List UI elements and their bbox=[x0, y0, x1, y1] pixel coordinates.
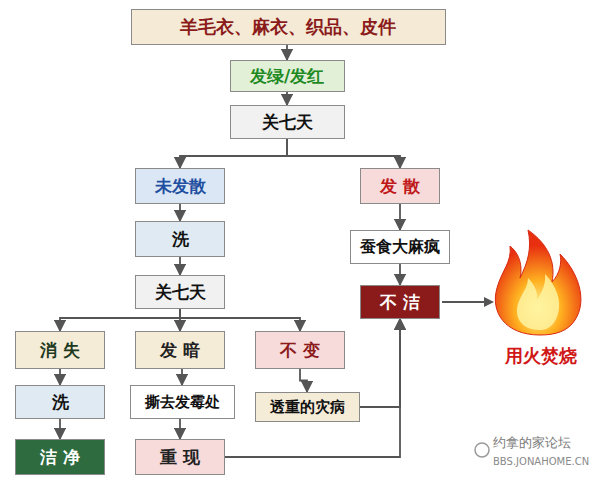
state-box: 未发散 bbox=[135, 168, 225, 204]
flow-arrow bbox=[59, 369, 61, 385]
node-text: 发 暗 bbox=[160, 339, 200, 362]
watermark: BBS.JONAHOME.CN bbox=[493, 456, 589, 467]
step-box: 关七天 bbox=[135, 275, 225, 309]
flow-arrow bbox=[180, 139, 287, 168]
flow-arrow bbox=[225, 319, 400, 457]
step-box: 洗 bbox=[15, 385, 105, 419]
source-box: 羊毛衣、麻衣、织品、皮件 bbox=[131, 9, 446, 45]
watermark-icon bbox=[475, 443, 489, 457]
flow-arrow bbox=[180, 309, 300, 331]
node-text: 关七天 bbox=[155, 281, 206, 304]
flow-arrow bbox=[179, 257, 181, 275]
flow-arrow bbox=[60, 309, 180, 331]
flame-core bbox=[517, 274, 559, 330]
step-box: 撕去发霉处 bbox=[130, 385, 235, 419]
watermark: 约拿的家论坛 bbox=[493, 434, 571, 452]
node-text: 消 失 bbox=[40, 339, 80, 362]
node-text: 洗 bbox=[52, 391, 69, 414]
node-text: 撕去发霉处 bbox=[145, 393, 220, 412]
node-text: 未发散 bbox=[155, 175, 206, 198]
node-text: 发绿/发红 bbox=[250, 65, 324, 88]
result-box: 透重的灾病 bbox=[255, 392, 360, 422]
state-box: 发 暗 bbox=[135, 331, 225, 369]
node-text: 洗 bbox=[172, 228, 189, 251]
result-box: 重 现 bbox=[135, 439, 225, 475]
burn-arrow-line bbox=[442, 301, 486, 303]
node-text: 羊毛衣、麻衣、织品、皮件 bbox=[180, 15, 396, 39]
node-text: 重 现 bbox=[160, 446, 200, 469]
node-text: 不 洁 bbox=[380, 291, 420, 314]
node-text: 蚕食大麻疯 bbox=[360, 237, 440, 258]
symptom-box: 发绿/发红 bbox=[230, 60, 345, 92]
flow-arrow bbox=[286, 45, 288, 60]
state-box: 不 变 bbox=[255, 331, 345, 369]
verdict-box: 不 洁 bbox=[360, 285, 440, 319]
result-box: 蚕食大麻疯 bbox=[350, 230, 450, 264]
flow-arrow bbox=[300, 369, 307, 392]
node-text: 关七天 bbox=[262, 111, 313, 134]
state-box: 消 失 bbox=[15, 331, 105, 369]
state-box: 发 散 bbox=[360, 168, 440, 204]
flow-arrow bbox=[181, 369, 183, 385]
node-text: 发 散 bbox=[380, 175, 420, 198]
flame bbox=[495, 230, 581, 335]
action-label: 用火焚烧 bbox=[505, 344, 577, 368]
flow-arrow bbox=[287, 139, 400, 168]
flow-arrow bbox=[59, 419, 61, 439]
step-box: 关七天 bbox=[230, 105, 345, 139]
flow-arrow bbox=[286, 92, 288, 105]
node-text: 洁 净 bbox=[40, 446, 80, 469]
verdict-box: 洁 净 bbox=[15, 439, 105, 475]
node-text: 不 变 bbox=[280, 339, 320, 362]
flow-arrow bbox=[399, 264, 401, 285]
burn-arrow-head bbox=[484, 297, 494, 307]
flow-arrow bbox=[179, 204, 181, 221]
flow-arrow bbox=[360, 319, 401, 407]
flow-arrow bbox=[179, 419, 181, 439]
flow-arrow bbox=[399, 204, 401, 230]
step-box: 洗 bbox=[135, 221, 225, 257]
node-text: 透重的灾病 bbox=[270, 398, 345, 417]
